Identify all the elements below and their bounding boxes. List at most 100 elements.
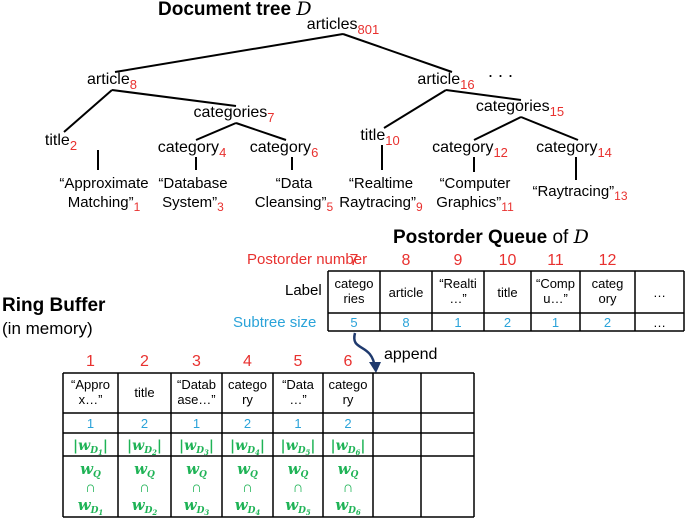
- ring-size-cell: 1: [87, 416, 94, 431]
- tree-leaf-text: “Realtime: [349, 175, 413, 192]
- ring-weight-norm: |wD1|: [73, 438, 108, 457]
- tree-leaf-text: “Data: [276, 175, 313, 192]
- ring-weight-norm: |wD2|: [127, 438, 162, 457]
- ring-label-cell: catego: [228, 377, 267, 392]
- tree-node-a8: article8: [87, 71, 137, 92]
- ring-label-cell: catego: [328, 377, 367, 392]
- ring-buffer-title: Ring Buffer: [2, 295, 106, 316]
- ring-weight-query: wQ: [288, 460, 309, 480]
- ring-weight-query: wQ: [186, 460, 207, 480]
- ring-label-cell: “Datab: [177, 377, 216, 392]
- ring-weight-doc: wD3: [184, 496, 210, 517]
- intersection-icon: ∩: [85, 479, 96, 496]
- ring-weight-norm: |wD6|: [331, 438, 366, 457]
- queue-label-cell: “Comp: [536, 276, 575, 291]
- tree-node-c15: categories15: [476, 98, 564, 119]
- tree-node-c7: categories7: [193, 104, 274, 125]
- intersection-icon: ∩: [293, 479, 304, 496]
- tree-node-t2: title2: [45, 132, 77, 153]
- queue-size-cell: …: [653, 315, 666, 330]
- queue-postorder-number: 9: [454, 252, 463, 269]
- ring-weight-query: wQ: [237, 460, 258, 480]
- queue-size-cell: 1: [552, 315, 559, 330]
- ring-weight-query: wQ: [80, 460, 101, 480]
- append-arrow: [353, 332, 377, 369]
- ring-slot-number: 1: [86, 353, 95, 370]
- queue-label-cell: ries: [344, 291, 365, 306]
- ring-weight-norm: |wD3|: [179, 438, 214, 457]
- queue-size-cell: 8: [402, 315, 409, 330]
- queue-size-cell: 2: [604, 315, 611, 330]
- tree-leaf-text: “Approximate: [59, 175, 148, 192]
- postorder-title: Postorder Queue of D: [393, 226, 589, 248]
- ring-label-cell: “Appro: [71, 377, 110, 392]
- ring-label-cell: ry: [343, 392, 354, 407]
- ring-weight-query: wQ: [338, 460, 359, 480]
- tree-edges: [63, 33, 579, 180]
- queue-label-cell: …: [653, 285, 666, 300]
- ring-weight-doc: wD1: [78, 496, 104, 517]
- queue-label-cell: “Realti: [439, 276, 477, 291]
- ring-weight-norm: |wD4|: [230, 438, 265, 457]
- queue-label-cell: catego: [334, 276, 373, 291]
- ring-size-cell: 2: [244, 416, 251, 431]
- ring-size-cell: 2: [141, 416, 148, 431]
- intersection-icon: ∩: [139, 479, 150, 496]
- ring-label-cell: “Data: [282, 377, 315, 392]
- tree-leaf-text: Raytracing”9: [339, 194, 423, 214]
- tree-ellipsis: . . .: [488, 61, 513, 81]
- tree-node-t10: title10: [360, 127, 399, 148]
- queue-label-cell: …”: [449, 291, 466, 306]
- postorder-number-label: Postorder number: [247, 251, 367, 268]
- queue-postorder-number: 7: [350, 252, 359, 269]
- ring-weight-doc: wD6: [335, 496, 361, 517]
- ring-weight-doc: wD5: [285, 496, 311, 517]
- ring-label-cell: …”: [289, 392, 306, 407]
- intersection-icon: ∩: [191, 479, 202, 496]
- queue-postorder-number: 11: [547, 252, 564, 269]
- queue-size-cell: 1: [454, 315, 461, 330]
- tree-leaf: “Raytracing”13: [532, 183, 627, 203]
- document-tree-title: Document tree D: [158, 0, 312, 20]
- ring-slot-number: 6: [344, 353, 353, 370]
- tree-leaf-text: Cleansing”5: [255, 194, 334, 214]
- tree-leaf-text: “Computer: [440, 175, 511, 192]
- queue-label-cell: ory: [598, 291, 617, 306]
- ring-buffer-subtitle: (in memory): [2, 319, 93, 338]
- ring-weight-doc: wD2: [132, 496, 158, 517]
- queue-label-cell: u…”: [543, 291, 568, 306]
- tree-leaves: “ApproximateMatching”1“DatabaseSystem”3“…: [59, 175, 627, 214]
- ring-slot-number: 4: [243, 353, 252, 370]
- tree-leaf-text: System”3: [162, 194, 224, 214]
- queue-postorder-number: 8: [402, 252, 411, 269]
- ring-size-cell: 2: [344, 416, 351, 431]
- tree-node-c12: category12: [432, 139, 508, 160]
- tree-node-root: articles801: [307, 16, 379, 37]
- queue-postorder-number: 12: [599, 252, 617, 269]
- ring-label-cell: title: [134, 385, 154, 400]
- tree-leaf-text: “Database: [158, 175, 227, 192]
- queue-postorder-number: 10: [499, 252, 517, 269]
- tree-node-a16: article16: [417, 71, 474, 92]
- intersection-icon: ∩: [242, 479, 253, 496]
- ring-size-cell: 1: [294, 416, 301, 431]
- tree-node-c6: category6: [250, 139, 319, 160]
- ring-weight-query: wQ: [134, 460, 155, 480]
- append-arrowhead: [369, 362, 381, 373]
- ring-slot-number: 5: [294, 353, 303, 370]
- ring-weight-doc: wD4: [235, 496, 261, 517]
- tree-node-c4: category4: [158, 139, 227, 160]
- ring-size-cell: 1: [193, 416, 200, 431]
- queue-label-cell: article: [389, 285, 424, 300]
- intersection-icon: ∩: [343, 479, 354, 496]
- tree-leaf-text: Matching”1: [68, 194, 141, 214]
- ring-label-cell: ase…”: [177, 392, 215, 407]
